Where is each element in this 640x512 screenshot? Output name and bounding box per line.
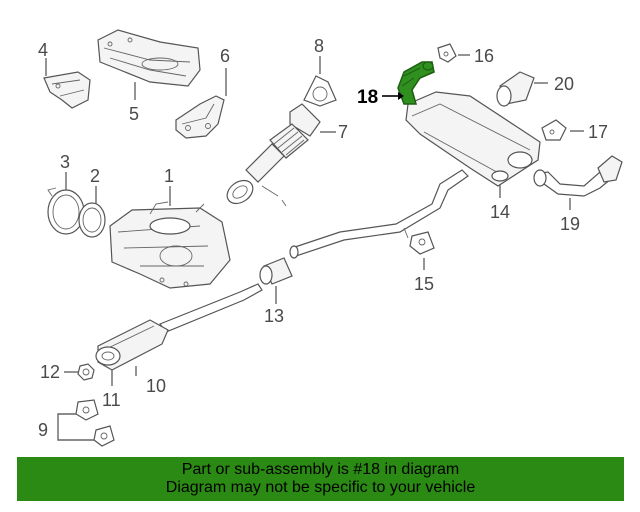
label-19: 19 bbox=[560, 214, 580, 234]
part-9-hangers[interactable] bbox=[75, 399, 115, 447]
label-12: 12 bbox=[40, 362, 60, 382]
label-10: 10 bbox=[146, 376, 166, 396]
label-20: 20 bbox=[554, 74, 574, 94]
part-14-muffler[interactable] bbox=[405, 91, 541, 187]
label-1: 1 bbox=[164, 166, 174, 186]
part-18-pipe-highlighted[interactable] bbox=[397, 61, 435, 105]
part-7-front-pipe[interactable] bbox=[223, 103, 321, 208]
part-15-hanger[interactable] bbox=[409, 231, 435, 255]
label-13: 13 bbox=[264, 306, 284, 326]
label-14: 14 bbox=[490, 202, 510, 222]
label-9: 9 bbox=[38, 420, 48, 440]
part-info-banner: Part or sub-assembly is #18 in diagram D… bbox=[17, 457, 624, 501]
part-10-resonator-pipe[interactable] bbox=[95, 283, 263, 371]
label-11: 11 bbox=[102, 390, 121, 410]
part-19-tail-pipe[interactable] bbox=[533, 155, 623, 197]
label-3: 3 bbox=[60, 152, 70, 172]
part-6-bracket[interactable] bbox=[175, 95, 225, 139]
part-4-bracket[interactable] bbox=[43, 71, 91, 109]
banner-line-1: Part or sub-assembly is #18 in diagram bbox=[181, 461, 460, 478]
label-15: 15 bbox=[414, 274, 434, 294]
part-2-gasket[interactable] bbox=[78, 202, 106, 238]
label-7: 7 bbox=[338, 122, 348, 142]
part-3-clamp[interactable] bbox=[47, 187, 85, 235]
label-16: 16 bbox=[474, 46, 494, 66]
part-1-catalytic-converter[interactable] bbox=[109, 201, 231, 289]
part-5-heat-shield[interactable] bbox=[97, 29, 201, 87]
part-20-exhaust-tip[interactable] bbox=[496, 71, 535, 107]
part-17-bracket[interactable] bbox=[541, 119, 567, 141]
exhaust-diagram: 4 5 6 8 7 3 bbox=[38, 29, 623, 447]
middle-pipe bbox=[289, 169, 469, 259]
banner-line-2: Diagram may not be specific to your vehi… bbox=[165, 479, 476, 496]
label-6: 6 bbox=[220, 46, 230, 66]
part-8-gasket[interactable] bbox=[303, 75, 337, 107]
label-2: 2 bbox=[90, 166, 100, 186]
part-16-clip[interactable] bbox=[437, 43, 457, 63]
label-8: 8 bbox=[314, 36, 324, 56]
part-13-connector[interactable] bbox=[259, 257, 293, 285]
label-4: 4 bbox=[38, 40, 48, 60]
label-5: 5 bbox=[129, 104, 139, 124]
part-12-nut[interactable] bbox=[77, 363, 95, 381]
label-17: 17 bbox=[588, 122, 608, 142]
label-18: 18 bbox=[357, 87, 378, 108]
